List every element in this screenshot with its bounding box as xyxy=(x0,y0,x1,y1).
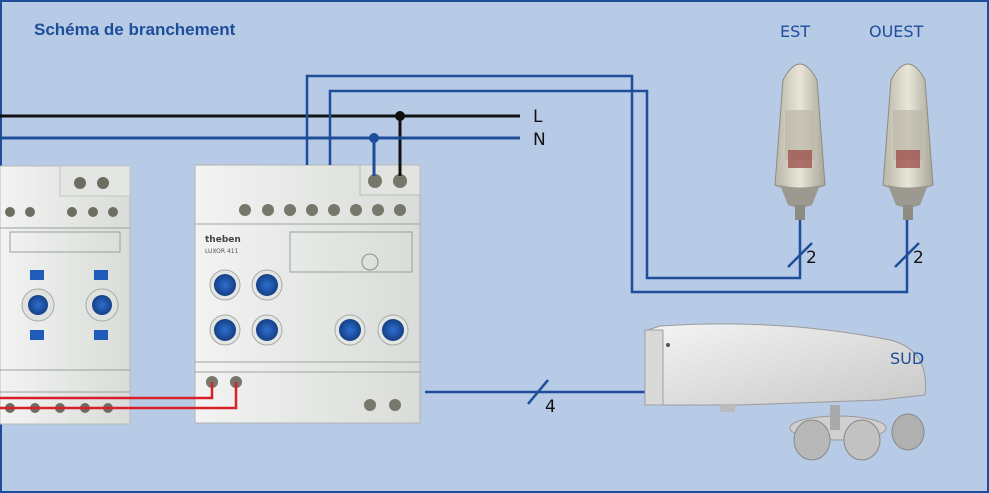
rotary-knob-icon xyxy=(339,319,361,341)
label-L: L xyxy=(533,107,543,127)
rotary-knob-icon xyxy=(214,274,236,296)
label-est: EST xyxy=(780,22,810,41)
terminal-screw-icon xyxy=(25,207,35,217)
terminal-screw-icon xyxy=(284,204,296,216)
device-model: LUXOR 411 xyxy=(205,248,239,255)
west-conductor-count: 2 xyxy=(913,248,924,268)
terminal-screw-icon xyxy=(88,207,98,217)
rotary-knob-icon xyxy=(256,319,278,341)
label-ouest: OUEST xyxy=(869,22,924,41)
weather-station-icon xyxy=(644,323,927,461)
luxor-module: theben LUXOR 411 xyxy=(194,164,421,424)
terminal-screw-icon xyxy=(389,399,401,411)
red-wire-2 xyxy=(0,382,238,410)
terminal-screw-icon xyxy=(368,174,382,188)
terminal-screw-icon xyxy=(350,204,362,216)
rotary-knob-icon xyxy=(214,319,236,341)
left-module xyxy=(0,165,131,425)
sensor-terminal-row xyxy=(239,204,406,216)
terminal-screw-icon xyxy=(108,207,118,217)
terminal-screw-icon xyxy=(328,204,340,216)
label-N: N xyxy=(533,130,546,150)
east-sensor-wire xyxy=(305,74,909,294)
terminal-screw-icon xyxy=(393,174,407,188)
rotary-knob-icon xyxy=(382,319,404,341)
rotary-knob-icon xyxy=(256,274,278,296)
terminal-screw-icon xyxy=(239,204,251,216)
brightness-sensor-icon xyxy=(774,63,826,220)
diagram-title: Schéma de branchement xyxy=(34,20,236,39)
rotary-knob-icon xyxy=(28,295,48,315)
red-wire-1 xyxy=(0,382,214,400)
device-brand: theben xyxy=(205,235,241,245)
terminal-screw-icon xyxy=(97,177,109,189)
terminal-screw-icon xyxy=(262,204,274,216)
west-sensor-wire xyxy=(328,89,802,280)
rotary-knob-icon xyxy=(92,295,112,315)
south-conductor-count: 4 xyxy=(545,397,556,417)
terminal-screw-icon xyxy=(67,207,77,217)
terminal-screw-icon xyxy=(394,204,406,216)
brightness-sensor-icon xyxy=(882,63,934,220)
terminal-screw-icon xyxy=(306,204,318,216)
terminal-screw-icon xyxy=(5,207,15,217)
label-sud: SUD xyxy=(890,349,924,368)
terminal-screw-icon xyxy=(364,399,376,411)
terminal-screw-icon xyxy=(372,204,384,216)
east-conductor-count: 2 xyxy=(806,248,817,268)
terminal-screw-icon xyxy=(74,177,86,189)
